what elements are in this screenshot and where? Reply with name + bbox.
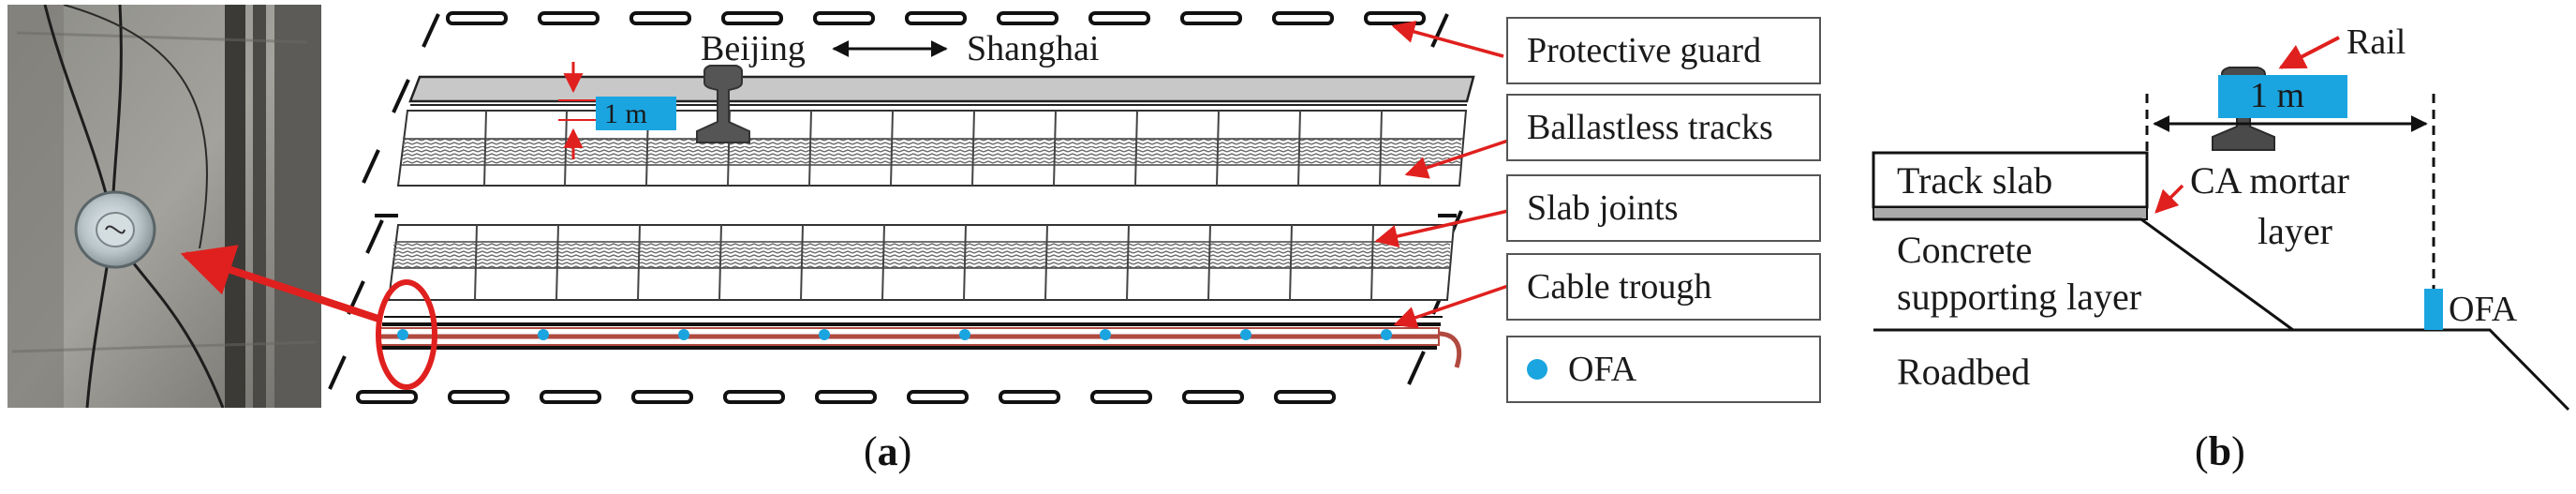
ofa-sensor-b (2424, 289, 2443, 330)
caption-close: ) (2231, 428, 2245, 474)
rail-profile (696, 65, 750, 143)
legend-leader-arrows (1374, 21, 1509, 329)
dimension-label-b: 1 m (2250, 76, 2304, 115)
track-slab (1872, 151, 2149, 209)
legend-label: Protective guard (1527, 31, 1762, 70)
ofa-sensor-markers (397, 329, 1392, 340)
legend-cable-trough: Cable trough (1506, 253, 1821, 321)
protective-guard-dashes-top (446, 11, 1426, 25)
sensor-highlight-ellipse (376, 279, 437, 390)
upper-ballastless-track (396, 110, 1468, 187)
panel-b-caption: (b) (2195, 427, 2245, 475)
direction-to-label: Shanghai (967, 29, 1099, 68)
ca-mortar-layer (1873, 206, 2148, 220)
cable-trough (378, 316, 1462, 368)
caption-open: ( (864, 428, 878, 474)
protective-guard-band (408, 75, 1475, 103)
rail-label: Rail (2347, 22, 2406, 62)
dimension-label-box-b (2218, 75, 2347, 118)
roadbed-label: Roadbed (1897, 351, 2030, 393)
protective-guard-dashes-bottom (356, 390, 1336, 404)
legend-label: Slab joints (1527, 188, 1679, 228)
boundary-side-dashes (328, 13, 1463, 390)
track-slab-label: Track slab (1897, 159, 2052, 202)
legend-label: Cable trough (1527, 267, 1712, 307)
legend-label: Ballastless tracks (1527, 108, 1773, 147)
caption-open: ( (2195, 428, 2209, 474)
photo-callout-arrow (180, 245, 380, 322)
legend-ballastless-tracks: Ballastless tracks (1506, 94, 1821, 161)
concrete-label-line1: Concrete (1897, 229, 2032, 271)
legend-slab-joints: Slab joints (1506, 174, 1821, 242)
ca-mortar-label-line2: layer (2258, 210, 2332, 252)
caption-close: ) (897, 428, 912, 474)
caption-letter: a (877, 428, 898, 474)
ofa-label-b: OFA (2449, 290, 2518, 329)
dimension-label-a: 1 m (604, 98, 647, 129)
panel-a-caption: (a) (864, 427, 911, 475)
ca-mortar-label-line1: CA mortar (2190, 159, 2349, 202)
caption-letter: b (2208, 428, 2232, 474)
legend-protective-guard: Protective guard (1506, 17, 1821, 84)
direction-from-label: Beijing (701, 29, 806, 68)
legend-label: OFA (1568, 350, 1637, 389)
dimension-label-box-a (596, 97, 676, 130)
legend-ofa: OFA (1506, 336, 1821, 403)
lower-ballastless-track (387, 224, 1456, 301)
concrete-label-line2: supporting layer (1897, 276, 2141, 318)
ofa-installation-photo (7, 5, 321, 408)
ofa-dot-icon (1527, 359, 1547, 380)
